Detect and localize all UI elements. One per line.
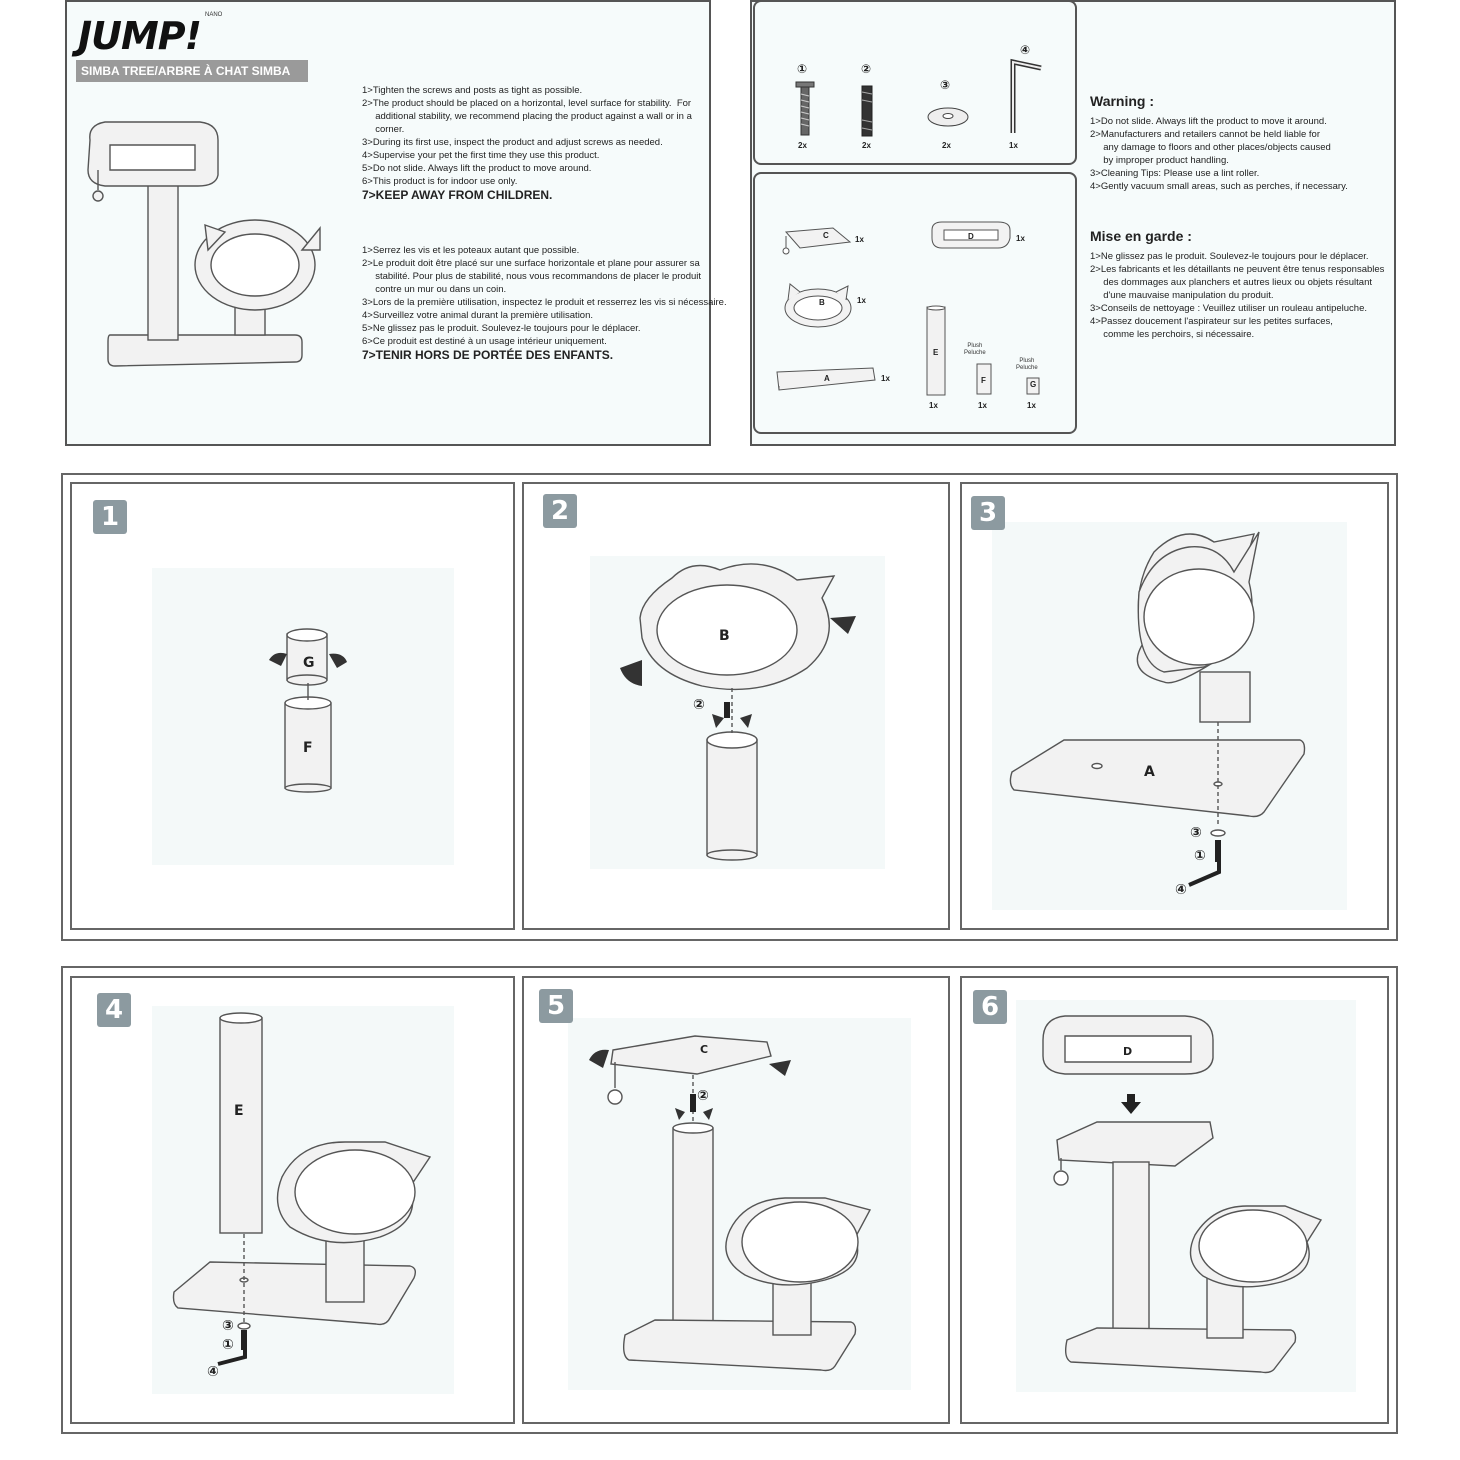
screw-icon [795,81,815,136]
mise-en-garde-line-6: 4>Passez doucement l'aspirateur sur les … [1090,316,1333,327]
allen-key-icon [1010,58,1042,133]
step-3-illustration [1009,531,1306,887]
step-4-label-key: ④ [207,1364,219,1380]
instructions-en-4: corner. [362,124,405,135]
part-a-illustration [776,367,876,391]
brand-logo: JUMP! [78,14,202,58]
instructions-en-1: 1>Tighten the screws and posts as tight … [362,85,583,96]
part-d-qty: 1x [1016,234,1025,243]
mise-en-garde-line-2: 2>Les fabricants et les détaillants ne p… [1090,264,1385,275]
hardware-2-num: ② [861,62,872,76]
part-f-label: F [981,376,986,385]
instructions-en-warning: 7>KEEP AWAY FROM CHILDREN. [362,188,553,202]
warning-title: Warning : [1090,93,1155,109]
instructions-fr-warning: 7>TENIR HORS DE PORTÉE DES ENFANTS. [362,348,614,362]
part-e-qty: 1x [929,401,938,410]
instructions-fr-3: stabilité. Pour plus de stabilité, nous … [362,271,702,282]
step-3-label-key: ④ [1175,882,1187,898]
step-4-illustration [172,1012,432,1366]
product-subtitle: SIMBA TREE/ARBRE À CHAT SIMBA [76,60,308,82]
instructions-en-2: 2>The product should be placed on a hori… [362,98,692,109]
warning-line-1: 1>Do not slide. Always lift the product … [1090,116,1327,127]
mise-en-garde-line-4: d'une mauvaise manipulation du produit. [1090,290,1274,301]
part-a-label: A [824,374,830,383]
product-illustration [87,121,321,367]
warning-line-5: 3>Cleaning Tips: Please use a lint rolle… [1090,168,1260,179]
instructions-en-3: additional stability, we recommend placi… [362,111,692,122]
instructions-fr-1: 1>Serrez les vis et les poteaux autant q… [362,245,580,256]
step-5-illustration [589,1035,872,1372]
step-4-number: 4 [97,993,131,1027]
part-d-illustration [931,221,1011,249]
hardware-1-qty: 2x [798,141,807,150]
mise-en-garde-line-7: comme les perchoirs, si nécessaire. [1090,329,1255,340]
instructions-en-7: 5>Do not slide. Always lift the product … [362,163,592,174]
mise-en-garde-line-1: 1>Ne glissez pas le produit. Soulevez-le… [1090,251,1369,262]
step-5-number: 5 [539,989,573,1023]
part-c-qty: 1x [855,235,864,244]
warning-line-6: 4>Gently vacuum small areas, such as per… [1090,181,1348,192]
step-1-label-f: F [303,740,313,756]
step-6-number: 6 [973,990,1007,1024]
step-1-illustration [269,628,347,793]
hardware-3-qty: 2x [942,141,951,150]
hardware-4-num: ④ [1020,43,1031,57]
hardware-2-qty: 2x [862,141,871,150]
instructions-en-6: 4>Supervise your pet the first time they… [362,150,600,161]
part-f-plush: Plush Peluche [964,343,986,356]
part-c-illustration [782,227,852,255]
step-6-illustration [1042,1015,1323,1374]
step-2-illustration [620,563,856,861]
hardware-4-qty: 1x [1009,141,1018,150]
part-b-label: B [819,298,825,307]
step-1-label-g: G [303,655,315,671]
instructions-fr-8: 6>Ce produit est destiné à un usage inté… [362,336,607,347]
part-d-label: D [968,232,974,241]
instructions-en-8: 6>This product is for indoor use only. [362,176,518,187]
part-b-qty: 1x [857,296,866,305]
hardware-1-num: ① [797,62,808,76]
instructions-fr-6: 4>Surveillez votre animal durant la prem… [362,310,594,321]
instructions-fr-5: 3>Lors de la première utilisation, inspe… [362,297,727,308]
step-2-number: 2 [543,494,577,528]
instructions-fr-2: 2>Le produit doit être placé sur une sur… [362,258,700,269]
part-e-illustration [926,305,946,396]
brand-nano: NANO [205,12,223,18]
step-5-label-screw: ② [697,1088,709,1104]
part-g-illustration [1026,377,1040,395]
part-f-illustration [976,363,992,395]
bolt-icon [861,85,873,137]
step-4-label-washer: ③ [222,1318,234,1334]
step-1-number: 1 [93,500,127,534]
part-e-label: E [933,348,939,357]
mise-en-garde-line-3: des dommages aux planchers et autres lie… [1090,277,1372,288]
warning-line-4: by improper product handling. [1090,155,1229,166]
warning-line-2: 2>Manufacturers and retailers cannot be … [1090,129,1320,140]
step-6-label-d: D [1123,1045,1133,1058]
part-a-qty: 1x [881,374,890,383]
washer-icon [927,107,969,127]
step-2-label-b: B [719,628,730,644]
instructions-en-5: 3>During its first use, inspect the prod… [362,137,663,148]
hardware-3-num: ③ [940,78,951,92]
part-g-label: G [1030,380,1037,389]
step-4-label-screw: ① [222,1337,234,1353]
mise-en-garde-title: Mise en garde : [1090,228,1192,244]
part-c-label: C [823,231,829,240]
instructions-fr-4: contre un mur ou dans un coin. [362,284,507,295]
mise-en-garde-line-5: 3>Conseils de nettoyage : Veuillez utili… [1090,303,1368,314]
step-3-label-a: A [1144,764,1155,780]
part-f-qty: 1x [978,401,987,410]
step-5-label-c: C [700,1043,709,1056]
step-3-label-washer: ③ [1190,825,1202,841]
part-g-qty: 1x [1027,401,1036,410]
step-3-number: 3 [971,496,1005,530]
warning-line-3: any damage to floors and other places/ob… [1090,142,1331,153]
step-3-label-screw: ① [1194,848,1206,864]
instructions-fr-7: 5>Ne glissez pas le produit. Soulevez-le… [362,323,641,334]
step-4-label-e: E [234,1103,244,1119]
step-2-label-screw: ② [693,697,705,713]
part-b-illustration [784,283,852,328]
part-g-plush: Plush Peluche [1016,358,1038,371]
